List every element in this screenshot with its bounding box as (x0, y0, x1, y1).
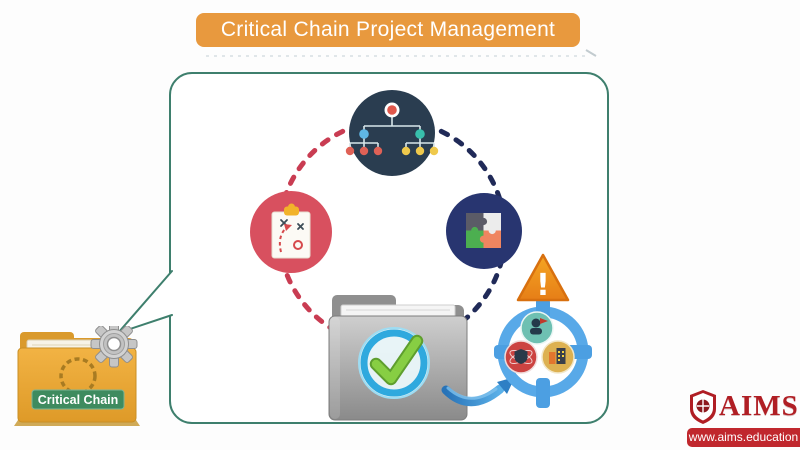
brand-name: AIMS (719, 390, 799, 422)
malware-shield-icon (504, 340, 538, 374)
enterprise-buildings-icon (541, 340, 575, 374)
gear-icon (90, 326, 138, 368)
strategy-clipboard-icon (271, 203, 311, 259)
aims-crest-icon (690, 390, 716, 424)
title-banner: Critical Chain Project Management (196, 13, 580, 47)
org-hierarchy-icon (345, 102, 439, 156)
folder-label: Critical Chain (31, 389, 125, 410)
node-strategy-plan (250, 191, 332, 273)
approved-folder (328, 295, 468, 421)
critical-chain-folder: Critical Chain (14, 326, 140, 426)
brand-url[interactable]: www.aims.education (687, 428, 800, 447)
warning-triangle-icon: ! (516, 253, 570, 303)
banner-underline (206, 49, 597, 57)
threat-person-icon (520, 311, 554, 345)
speech-bubble (117, 72, 609, 424)
risk-target: ! (494, 253, 592, 408)
check-badge-icon (358, 327, 430, 399)
puzzle-pieces-icon (466, 213, 501, 248)
node-integration (446, 193, 522, 269)
warning-exclamation: ! (536, 268, 550, 303)
node-organization-chart (345, 90, 439, 176)
folder-label-text: Critical Chain (38, 393, 119, 407)
